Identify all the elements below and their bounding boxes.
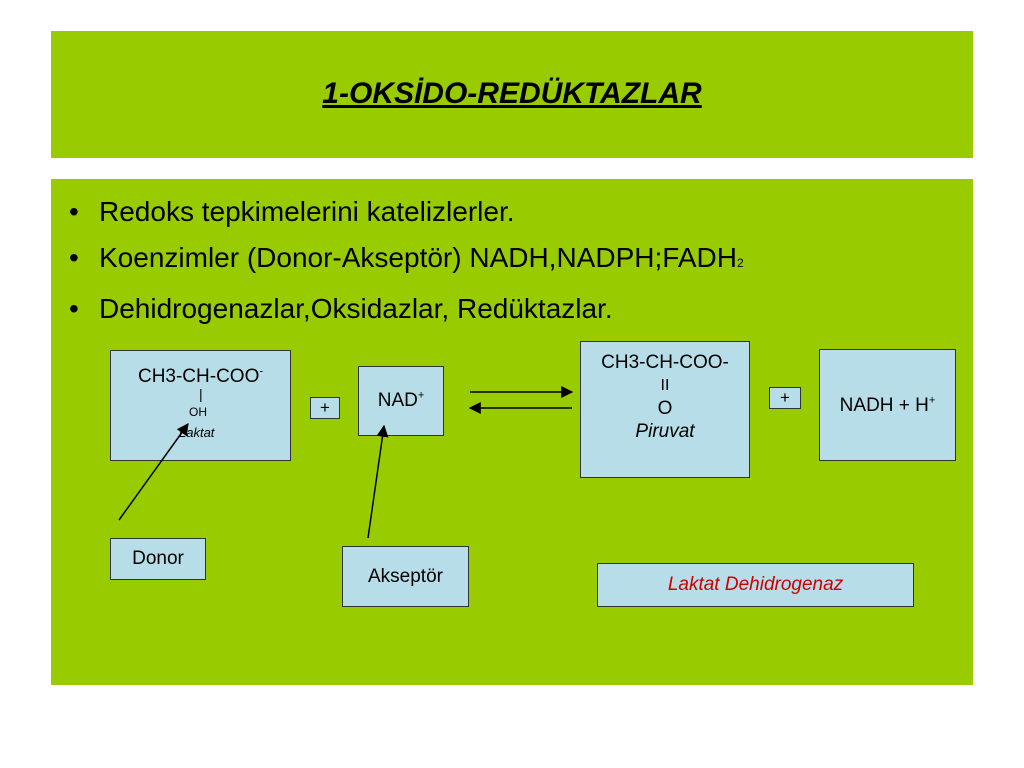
bullet-symbol: • <box>69 196 79 227</box>
slide-title: 1-OKSİDO-REDÜKTAZLAR <box>322 77 702 110</box>
piruvat-bond: II <box>660 377 670 394</box>
piruvat-formula: CH3-CH-COO- <box>601 352 729 373</box>
bullet-list: • Redoks tepkimelerini katelizlerler. • Ko… <box>61 189 744 332</box>
donor-box: Donor <box>110 538 206 580</box>
nadh-box: NADH + H+ <box>819 349 956 461</box>
bullet-symbol: • <box>69 242 79 273</box>
bullet-item: • Dehidrogenazlar,Oksidazlar, Redüktazlar… <box>61 286 744 332</box>
bullet-text: Redoks tepkimelerini katelizlerler. <box>99 196 515 227</box>
enzyme-box: Laktat Dehidrogenaz <box>597 563 914 607</box>
akseptor-pointer-arrow <box>367 424 389 539</box>
donor-label: Donor <box>132 548 184 569</box>
laktat-bond: | <box>199 386 203 402</box>
plus-sign: + <box>320 398 330 417</box>
akseptor-label: Akseptör <box>368 566 443 587</box>
enzyme-label: Laktat Dehidrogenaz <box>667 574 844 595</box>
laktat-oh: OH <box>189 405 207 419</box>
piruvat-name: Piruvat <box>635 421 695 442</box>
nad-box: NAD+ <box>358 366 444 436</box>
donor-pointer-arrow <box>118 423 189 521</box>
bullet-item: • Koenzimler (Donor-Akseptör) NADH,NADPH;… <box>61 235 744 286</box>
nadh-charge: + <box>928 394 936 407</box>
bullet-text: Koenzimler (Donor-Akseptör) NADH,NADPH;F… <box>99 242 737 273</box>
laktat-charge: - <box>259 365 264 378</box>
plus-box-1: + <box>310 397 340 419</box>
laktat-formula: CH3-CH-COO- <box>137 365 264 387</box>
nad-label: NAD+ <box>377 389 425 411</box>
plus-box-2: + <box>769 387 801 409</box>
plus-sign: + <box>780 388 790 407</box>
piruvat-box: CH3-CH-COO- II O Piruvat <box>580 341 750 478</box>
akseptor-box: Akseptör <box>342 546 469 607</box>
nad-charge: + <box>417 389 425 402</box>
fadh-subscript: 2 <box>736 256 744 270</box>
piruvat-o: O <box>657 398 673 419</box>
bullet-item: • Redoks tepkimelerini katelizlerler. <box>61 189 744 235</box>
nadh-label: NADH + H+ <box>839 394 936 416</box>
title-panel: 1-OKSİDO-REDÜKTAZLAR <box>51 31 973 158</box>
bullet-text: Dehidrogenazlar,Oksidazlar, Redüktazlar. <box>99 293 613 324</box>
bullet-symbol: • <box>69 293 79 324</box>
